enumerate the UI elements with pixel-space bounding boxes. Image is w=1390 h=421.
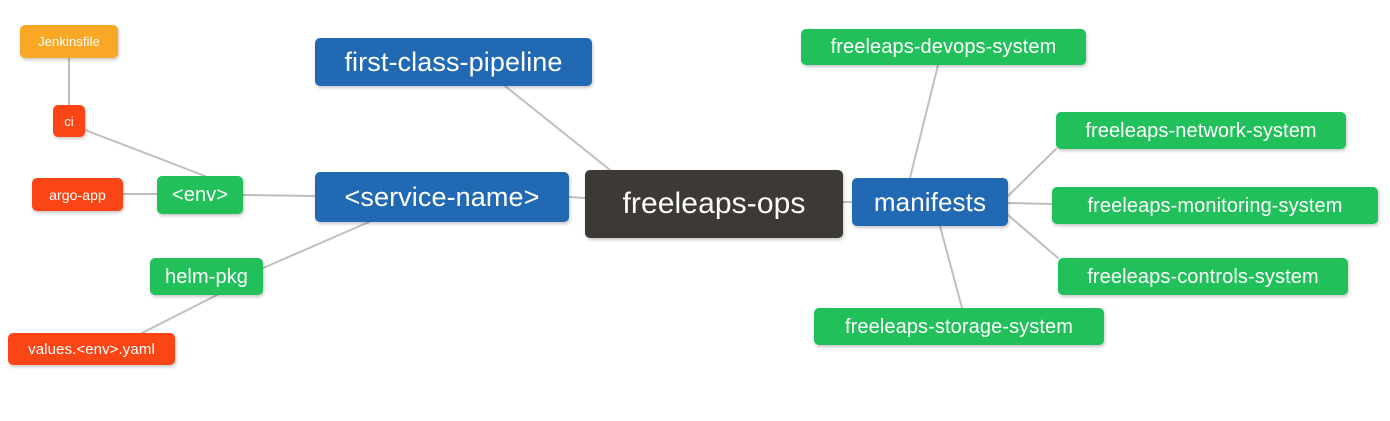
edge-ci-to-env <box>84 129 206 177</box>
edge-freeleaps-devops-system-to-manifests <box>909 64 939 179</box>
node-label-values-env-yaml: values.<env>.yaml <box>28 340 155 358</box>
edge-helm-pkg-to-service-name <box>262 221 370 269</box>
node-label-freeleaps-devops-system: freeleaps-devops-system <box>830 36 1057 58</box>
edge-values-env-yaml-to-helm-pkg <box>141 294 218 334</box>
node-label-env: <env> <box>171 184 229 206</box>
edge-manifests-to-freeleaps-storage-system <box>939 225 963 309</box>
node-values-env-yaml[interactable]: values.<env>.yaml <box>8 333 175 365</box>
edge-manifests-to-freeleaps-monitoring-system <box>1007 202 1053 205</box>
node-jenkinsfile[interactable]: Jenkinsfile <box>20 25 118 58</box>
node-label-argo-app: argo-app <box>49 186 106 203</box>
node-manifests[interactable]: manifests <box>852 178 1008 226</box>
node-freeleaps-devops-system[interactable]: freeleaps-devops-system <box>801 29 1086 65</box>
edge-first-class-pipeline-to-freeleaps-ops <box>504 85 611 171</box>
node-first-class-pipeline[interactable]: first-class-pipeline <box>315 38 592 86</box>
node-freeleaps-ops[interactable]: freeleaps-ops <box>585 170 843 238</box>
node-label-service-name: <service-name> <box>344 181 540 212</box>
node-label-freeleaps-network-system: freeleaps-network-system <box>1085 119 1317 142</box>
node-label-freeleaps-storage-system: freeleaps-storage-system <box>844 315 1074 338</box>
node-label-jenkinsfile: Jenkinsfile <box>38 34 100 49</box>
node-label-freeleaps-monitoring-system: freeleaps-monitoring-system <box>1087 194 1343 217</box>
node-service-name[interactable]: <service-name> <box>315 172 569 222</box>
node-ci[interactable]: ci <box>53 105 85 137</box>
node-helm-pkg[interactable]: helm-pkg <box>150 258 263 295</box>
node-freeleaps-controls-system[interactable]: freeleaps-controls-system <box>1058 258 1348 295</box>
node-env[interactable]: <env> <box>157 176 243 214</box>
edge-manifests-to-freeleaps-network-system <box>1007 148 1057 197</box>
edge-manifests-to-freeleaps-controls-system <box>1007 214 1059 259</box>
node-label-freeleaps-controls-system: freeleaps-controls-system <box>1087 265 1319 288</box>
node-freeleaps-network-system[interactable]: freeleaps-network-system <box>1056 112 1346 149</box>
node-argo-app[interactable]: argo-app <box>32 178 123 211</box>
node-label-first-class-pipeline: first-class-pipeline <box>344 46 563 77</box>
node-freeleaps-monitoring-system[interactable]: freeleaps-monitoring-system <box>1052 187 1378 224</box>
node-label-manifests: manifests <box>873 187 987 217</box>
node-label-freeleaps-ops: freeleaps-ops <box>622 187 806 220</box>
edge-service-name-to-freeleaps-ops <box>568 196 586 199</box>
node-label-helm-pkg: helm-pkg <box>164 265 249 288</box>
node-freeleaps-storage-system[interactable]: freeleaps-storage-system <box>814 308 1104 345</box>
edge-env-to-service-name <box>242 194 316 197</box>
node-label-ci: ci <box>64 113 74 129</box>
